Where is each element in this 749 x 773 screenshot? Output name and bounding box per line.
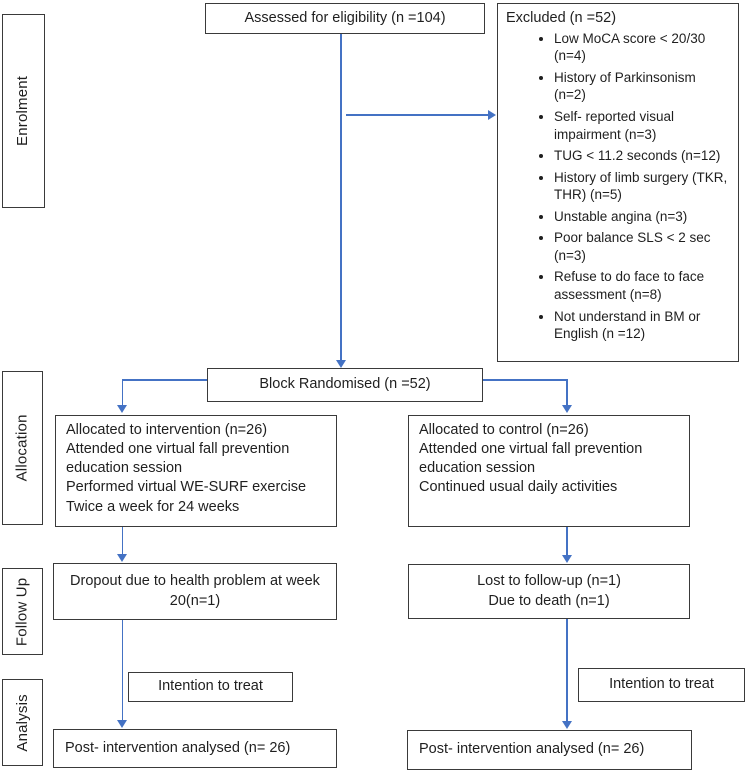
lost-to-follow-up-box: Lost to follow-up (n=1) Due to death (n=… (408, 564, 690, 619)
excluded-item: History of limb surgery (TKR, THR) (n=5) (554, 169, 732, 204)
dropout-box: Dropout due to health problem at week 20… (53, 563, 337, 620)
excluded-item: History of Parkinsonism (n=2) (554, 69, 732, 104)
dropout-line: Dropout due to health problem at week (70, 573, 320, 590)
connector-randomised-to-intervention-arrowhead-icon (117, 405, 127, 413)
allocated-control-line: Allocated to control (n=26) (419, 422, 589, 438)
excluded-item: TUG < 11.2 seconds (n=12) (554, 147, 732, 165)
connector-intervention-to-dropout-arrowhead-icon (117, 554, 127, 562)
excluded-item: Not understand in BM or English (n =12) (554, 308, 732, 343)
block-randomised-text: Block Randomised (n =52) (259, 376, 431, 393)
excluded-item: Low MoCA score < 20/30 (n=4) (554, 30, 732, 65)
stage-label-enrolment-text: Enrolment (14, 75, 32, 147)
connector-assessed-to-excluded-arrowhead-icon (488, 110, 496, 120)
intention-to-treat-left-box: Intention to treat (128, 672, 293, 702)
connector-dropout-to-analysed-arrowhead-icon (117, 720, 127, 728)
post-intervention-analysed-left-text: Post- intervention analysed (n= 26) (65, 739, 291, 756)
assessed-eligibility-box: Assessed for eligibility (n =104) (205, 3, 485, 34)
allocated-control-line: Continued usual daily activities (419, 479, 618, 496)
intention-to-treat-right-box: Intention to treat (578, 668, 745, 702)
connector-lost-to-analysed-line (566, 619, 568, 722)
connector-control-to-lost-line (566, 527, 568, 555)
connector-randomised-to-control-arrowhead-icon (562, 405, 572, 413)
stage-label-allocation-text: Allocation (13, 414, 31, 482)
stage-label-analysis-text: Analysis (13, 693, 31, 752)
stage-label-enrolment: Enrolment (2, 14, 45, 208)
connector-lost-to-analysed-arrowhead-icon (562, 721, 572, 729)
stage-label-follow-up-text: Follow Up (13, 577, 31, 646)
connector-assessed-to-randomised-line (340, 34, 342, 361)
excluded-list: Low MoCA score < 20/30 (n=4) History of … (506, 30, 732, 343)
excluded-item: Self- reported visual impairment (n=3) (554, 108, 732, 143)
allocated-intervention-line: Twice a week for 24 weeks (66, 498, 240, 515)
stage-label-allocation: Allocation (2, 371, 43, 525)
lost-line: Due to death (n=1) (488, 592, 610, 609)
lost-line: Lost to follow-up (n=1) (477, 573, 621, 590)
intention-to-treat-left-text: Intention to treat (158, 678, 263, 695)
assessed-eligibility-text: Assessed for eligibility (n =104) (244, 9, 446, 26)
block-randomised-box: Block Randomised (n =52) (207, 368, 483, 402)
post-intervention-analysed-right-text: Post- intervention analysed (n= 26) (419, 741, 645, 758)
connector-assessed-to-excluded-line (346, 114, 489, 116)
allocated-intervention-line: Allocated to intervention (n=26) (66, 422, 268, 438)
excluded-item: Poor balance SLS < 2 sec (n=3) (554, 229, 732, 264)
post-intervention-analysed-left-box: Post- intervention analysed (n= 26) (53, 729, 337, 768)
connector-randomised-to-intervention-vline (121, 379, 123, 406)
intention-to-treat-right-text: Intention to treat (609, 676, 714, 693)
allocated-control-box: Allocated to control (n=26) Attended one… (408, 415, 690, 527)
dropout-line: 20(n=1) (169, 592, 221, 609)
excluded-item: Unstable angina (n=3) (554, 208, 732, 226)
connector-randomised-to-control-hline (483, 379, 567, 381)
stage-label-follow-up: Follow Up (2, 568, 43, 655)
excluded-item: Refuse to do face to face assessment (n=… (554, 268, 732, 303)
post-intervention-analysed-right-box: Post- intervention analysed (n= 26) (407, 730, 692, 770)
connector-intervention-to-dropout-line (121, 527, 123, 554)
allocated-intervention-box: Allocated to intervention (n=26) Attende… (55, 415, 337, 527)
allocated-intervention-line: Performed virtual WE-SURF exercise (66, 479, 307, 496)
allocated-control-line: Attended one virtual fall prevention edu… (419, 441, 643, 477)
allocated-intervention-line: Attended one virtual fall prevention edu… (66, 441, 290, 477)
connector-control-to-lost-arrowhead-icon (562, 555, 572, 563)
connector-assessed-to-randomised-arrowhead-icon (336, 360, 346, 368)
connector-randomised-to-intervention-hline (122, 379, 207, 381)
connector-dropout-to-analysed-line (121, 620, 123, 721)
connector-randomised-to-control-vline (566, 379, 568, 406)
excluded-box: Excluded (n =52) Low MoCA score < 20/30 … (497, 3, 739, 362)
stage-label-analysis: Analysis (2, 679, 43, 766)
excluded-title: Excluded (n =52) (506, 10, 617, 26)
